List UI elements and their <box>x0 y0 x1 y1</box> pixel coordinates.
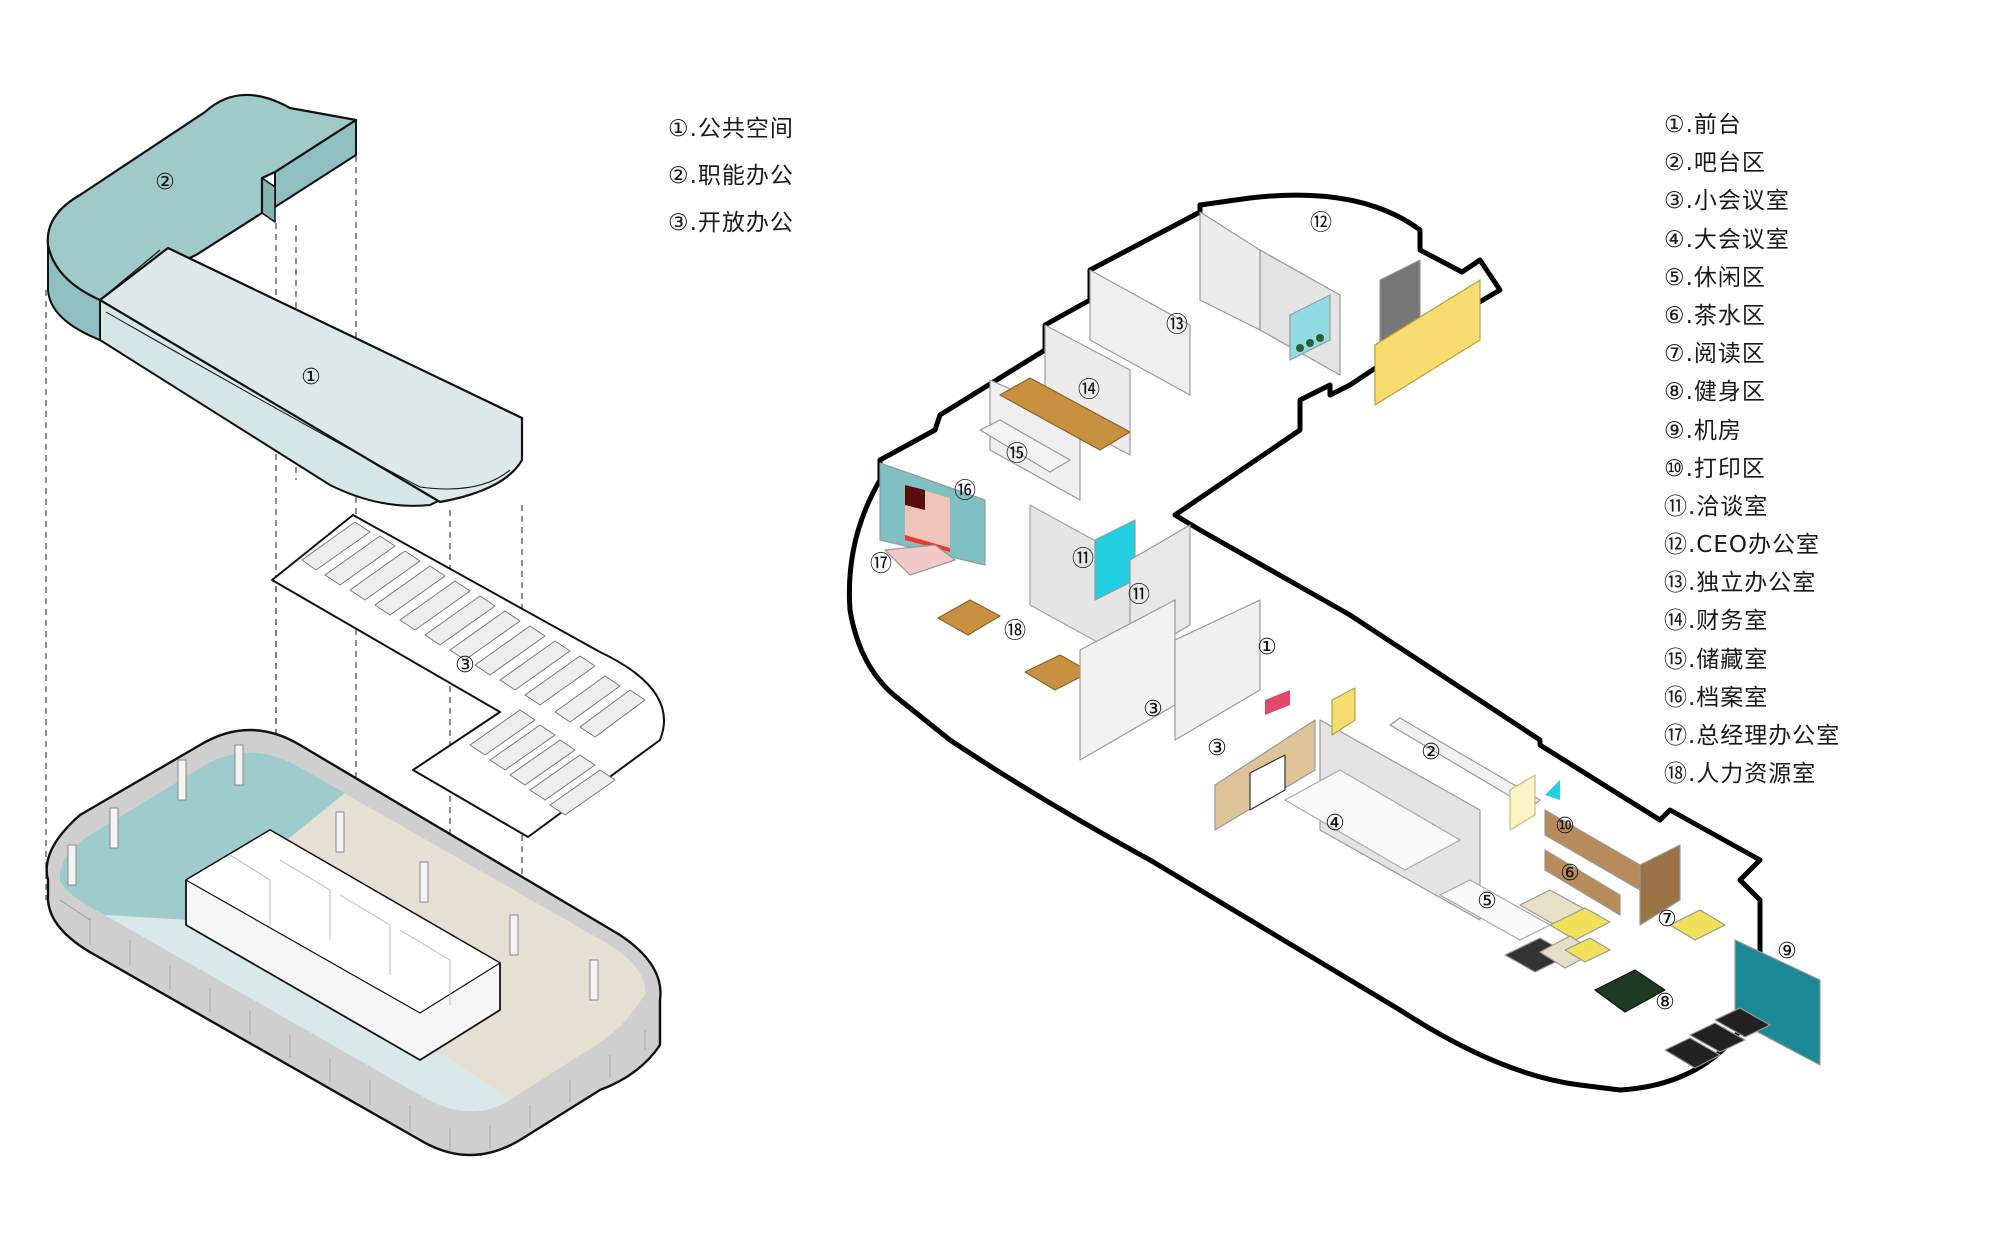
room-label-5: ⑤ <box>1477 889 1497 914</box>
legend-item-archive: ⑯.档案室 <box>1664 684 1769 711</box>
room-label-11a: ⑪ <box>1071 547 1094 572</box>
room-label-9: ⑨ <box>1777 939 1797 964</box>
room-label-17: ⑰ <box>869 552 892 577</box>
legend-item-server: ⑨.机房 <box>1664 417 1742 444</box>
zoning-legend: ①.公共空间 ②.职能办公 ③.开放办公 <box>668 110 794 251</box>
legend-item-finance: ⑭.财务室 <box>1664 608 1769 635</box>
room-label-3a: ③ <box>1143 697 1163 722</box>
legend-item-small-meeting: ③.小会议室 <box>1664 188 1790 215</box>
legend-item-negotiation: ⑪.洽谈室 <box>1664 493 1769 520</box>
legend-item-storage: ⑮.储藏室 <box>1664 646 1769 673</box>
room-label-16: ⑯ <box>953 479 976 504</box>
legend-item-leisure: ⑤.休闲区 <box>1664 264 1766 291</box>
layer-label-functional: ② <box>155 170 175 195</box>
legend-item-private-office: ⑬.独立办公室 <box>1664 570 1817 597</box>
legend-item-public: ①.公共空间 <box>668 116 794 142</box>
legend-item-gym: ⑧.健身区 <box>1664 379 1766 406</box>
layer-public-space <box>98 246 524 507</box>
room-label-15: ⑮ <box>1005 442 1028 467</box>
room-label-14: ⑭ <box>1077 378 1100 403</box>
room-label-13: ⑬ <box>1165 313 1188 338</box>
layer-label-open: ③ <box>455 653 475 678</box>
layer-open-office <box>271 514 665 838</box>
legend-item-functional: ②.职能办公 <box>668 163 794 189</box>
legend-item-pantry: ⑥.茶水区 <box>1664 302 1766 329</box>
legend-item-reception: ①.前台 <box>1664 112 1742 138</box>
legend-item-bar: ②.吧台区 <box>1664 150 1766 177</box>
legend-item-print: ⑩.打印区 <box>1664 455 1766 482</box>
room-label-1: ① <box>1257 635 1277 660</box>
layer-functional-office <box>46 93 358 341</box>
legend-item-large-meeting: ④.大会议室 <box>1664 226 1790 253</box>
legend-item-hr: ⑱.人力资源室 <box>1664 761 1817 788</box>
room-label-7: ⑦ <box>1657 907 1677 932</box>
legend-item-gm-office: ⑰.总经理办公室 <box>1664 723 1841 749</box>
legend-item-reading: ⑦.阅读区 <box>1664 341 1766 368</box>
room-label-4: ④ <box>1325 811 1345 836</box>
room-label-8: ⑧ <box>1655 990 1675 1015</box>
room-walls <box>879 211 1821 1069</box>
room-label-2: ② <box>1421 740 1441 765</box>
room-label-3b: ③ <box>1207 736 1227 761</box>
room-label-11b: ⑪ <box>1127 583 1150 608</box>
room-label-10: ⑩ <box>1555 814 1575 839</box>
right-floor-plan <box>846 192 1821 1093</box>
layer-label-public: ① <box>301 365 321 390</box>
left-exploded-diagram <box>45 93 665 1157</box>
legend-item-open: ③.开放办公 <box>668 210 794 236</box>
room-legend: ①.前台 ②.吧台区 ③.小会议室 ④.大会议室 ⑤.休闲区 ⑥.茶水区 ⑦.阅… <box>1664 110 1840 797</box>
room-label-6: ⑥ <box>1560 861 1580 886</box>
legend-item-ceo: ⑫.CEO办公室 <box>1664 532 1821 559</box>
room-label-12: ⑫ <box>1309 211 1332 236</box>
base-floor-plate <box>45 728 662 1157</box>
room-label-18: ⑱ <box>1003 619 1026 644</box>
